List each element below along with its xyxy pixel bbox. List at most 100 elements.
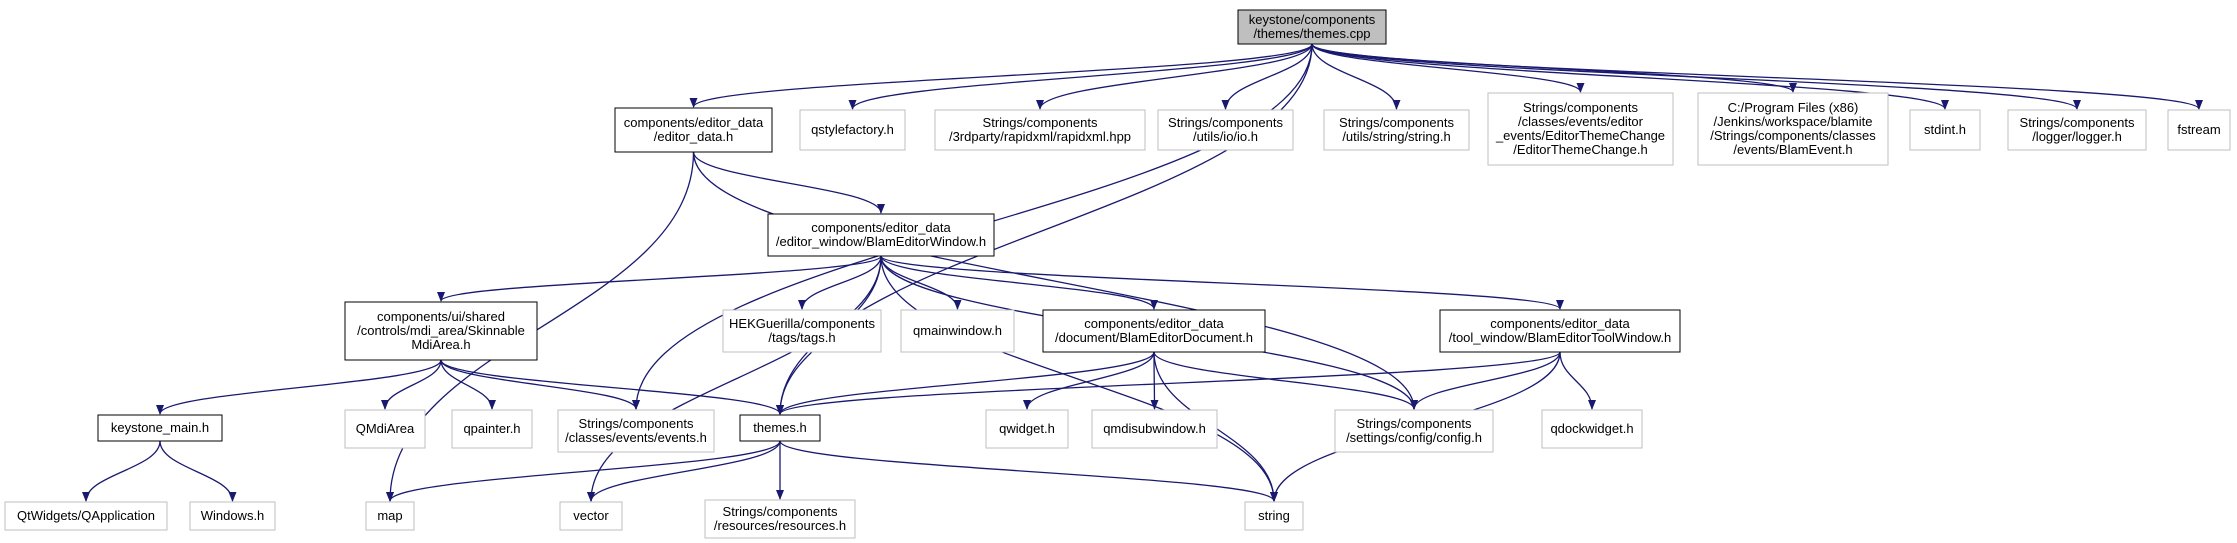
node-label-qdockwidget-line-0: qdockwidget.h (1550, 421, 1633, 436)
node-label-io_h-line-1: /utils/io/io.h (1193, 129, 1258, 144)
node-label-rapidxml-line-1: /3rdparty/rapidxml/rapidxml.hpp (949, 129, 1131, 144)
node-qapplication: QtWidgets/QApplication (4, 501, 168, 531)
edge-blam_editor_tool_window-to-config_h (1410, 351, 1561, 410)
edge-blam_editor_window-to-blam_editor_tool_window (880, 255, 1564, 310)
edge-editor_data_h-to-config_h (692, 151, 1418, 410)
node-logger: Strings/components/logger/logger.h (2007, 109, 2147, 151)
node-keystone_main[interactable]: keystone_main.h (97, 414, 223, 442)
node-label-editor_theme_change-line-2: _events/EditorThemeChange (1495, 128, 1665, 143)
node-box-fstream (2167, 109, 2231, 151)
node-box-tags_h (722, 309, 882, 353)
node-label-stdint-line-0: stdint.h (1924, 122, 1966, 137)
edge-themes_cpp-to-fstream (1311, 43, 2203, 110)
edge-themes_h-to-vector (587, 440, 781, 502)
node-label-editor_data_h-line-1: /editor_data.h (654, 129, 734, 144)
node-label-qmdisubwindow-line-0: qmdisubwindow.h (1103, 421, 1206, 436)
node-blam_editor_document[interactable]: components/editor_data/document/BlamEdit… (1042, 309, 1266, 353)
edge-skinnable_mdi-to-events_h (440, 359, 640, 410)
node-themes_cpp[interactable]: keystone/components/themes/themes.cpp (1237, 9, 1387, 45)
node-label-events_h-line-0: Strings/components (579, 416, 694, 431)
edge-themes_cpp-to-string_h (1311, 43, 1401, 110)
node-events_h: Strings/components/classes/events/events… (557, 409, 715, 453)
edge-blam_editor_window-to-tags_h (798, 255, 882, 310)
node-editor_data_h[interactable]: components/editor_data/editor_data.h (614, 107, 773, 153)
edge-themes_h-to-map (386, 440, 781, 502)
node-label-blam_event-line-0: C:/Program Files (x86) (1728, 100, 1859, 115)
edge-themes_h-to-string (779, 440, 1278, 502)
node-label-blam_editor_tool_window-line-0: components/editor_data (1490, 316, 1630, 331)
node-box-qpainter (451, 409, 533, 449)
node-label-fstream-line-0: fstream (2177, 122, 2220, 137)
node-label-tags_h-line-0: HEKGuerilla/components (729, 316, 875, 331)
node-qmdisubwindow: qmdisubwindow.h (1091, 409, 1218, 449)
edge-blam_editor_document-to-qwidget (1023, 351, 1155, 410)
node-label-themes_cpp-line-1: /themes/themes.cpp (1253, 26, 1370, 41)
node-box-stdint (1909, 109, 1981, 151)
edge-skinnable_mdi-to-qpainter (440, 359, 496, 410)
node-label-qmdiarea-line-0: QMdiArea (356, 421, 415, 436)
node-label-blam_event-line-1: /Jenkins/workspace/blamite (1714, 114, 1873, 129)
node-string: string (1244, 501, 1304, 531)
edge-skinnable_mdi-to-keystone_main (156, 359, 442, 415)
node-themes_h[interactable]: themes.h (739, 414, 821, 442)
node-label-blam_editor_window-line-1: /editor_window/BlamEditorWindow.h (776, 234, 986, 249)
edge-editor_data_h-to-blam_editor_window (692, 151, 885, 214)
node-label-blam_editor_tool_window-line-1: /tool_window/BlamEditorToolWindow.h (1449, 330, 1672, 345)
node-box-qwidget (985, 409, 1069, 449)
node-label-resources_h-line-1: /resources/resources.h (714, 518, 846, 533)
node-box-rapidxml (934, 109, 1146, 151)
edge-skinnable_mdi-to-qmdiarea (381, 359, 442, 410)
node-blam_editor_window[interactable]: components/editor_data/editor_window/Bla… (767, 213, 995, 257)
node-qstylefactory: qstylefactory.h (799, 109, 906, 151)
node-box-logger (2007, 109, 2147, 151)
node-qwidget: qwidget.h (985, 409, 1069, 449)
edge-themes_cpp-to-editor_data_h (689, 43, 1313, 108)
node-box-string_h (1323, 109, 1470, 151)
node-label-blam_editor_document-line-1: /document/BlamEditorDocument.h (1055, 330, 1253, 345)
node-label-themes_cpp-line-0: keystone/components (1249, 12, 1376, 27)
node-label-skinnable_mdi-line-0: components/ui/shared (377, 309, 505, 324)
node-label-string_h-line-1: /utils/string/string.h (1342, 129, 1450, 144)
node-label-qmainwindow-line-0: qmainwindow.h (913, 323, 1002, 338)
node-box-qmainwindow (900, 309, 1015, 353)
node-box-blam_editor_window (767, 213, 995, 257)
node-box-qdockwidget (1541, 409, 1643, 449)
edge-keystone_main-to-qapplication (82, 440, 161, 502)
node-box-string (1244, 501, 1304, 531)
node-tags_h: HEKGuerilla/components/tags/tags.h (722, 309, 882, 353)
node-rapidxml: Strings/components/3rdparty/rapidxml/rap… (934, 109, 1146, 151)
node-box-blam_editor_document (1042, 309, 1266, 353)
node-windows_h: Windows.h (189, 501, 276, 531)
node-label-rapidxml-line-0: Strings/components (983, 115, 1098, 130)
node-box-keystone_main (97, 414, 223, 442)
edge-blam_editor_document-to-config_h (1153, 351, 1418, 410)
edge-skinnable_mdi-to-themes_h (440, 359, 784, 415)
nodes-layer: keystone/components/themes/themes.cpp com… (4, 9, 2231, 539)
node-label-string_h-line-0: Strings/components (1339, 115, 1454, 130)
node-label-config_h-line-1: /settings/config/config.h (1346, 430, 1482, 445)
node-label-editor_data_h-line-0: components/editor_data (624, 115, 764, 130)
edge-blam_editor_window-to-vector (587, 255, 882, 502)
node-blam_editor_tool_window[interactable]: components/editor_data/tool_window/BlamE… (1439, 309, 1681, 353)
node-label-qpainter-line-0: qpainter.h (463, 421, 520, 436)
node-skinnable_mdi[interactable]: components/ui/shared/controls/mdi_area/S… (344, 301, 538, 361)
node-fstream: fstream (2167, 109, 2231, 151)
node-box-resources_h (704, 499, 856, 539)
node-label-logger-line-0: Strings/components (2020, 115, 2135, 130)
node-box-themes_h (739, 414, 821, 442)
node-qpainter: qpainter.h (451, 409, 533, 449)
node-box-qmdisubwindow (1091, 409, 1218, 449)
node-string_h: Strings/components/utils/string/string.h (1323, 109, 1470, 151)
node-label-skinnable_mdi-line-1: /controls/mdi_area/Skinnable (357, 323, 525, 338)
node-stdint: stdint.h (1909, 109, 1981, 151)
node-box-qapplication (4, 501, 168, 531)
node-label-blam_event-line-3: /events/BlamEvent.h (1733, 142, 1852, 157)
node-label-tags_h-line-1: /tags/tags.h (768, 330, 835, 345)
node-qdockwidget: qdockwidget.h (1541, 409, 1643, 449)
node-label-qstylefactory-line-0: qstylefactory.h (811, 122, 894, 137)
node-label-qapplication-line-0: QtWidgets/QApplication (17, 508, 155, 523)
node-label-map-line-0: map (377, 508, 402, 523)
node-io_h: Strings/components/utils/io/io.h (1157, 109, 1294, 151)
node-label-skinnable_mdi-line-2: MdiArea.h (411, 337, 470, 352)
edge-keystone_main-to-windows_h (159, 440, 237, 502)
